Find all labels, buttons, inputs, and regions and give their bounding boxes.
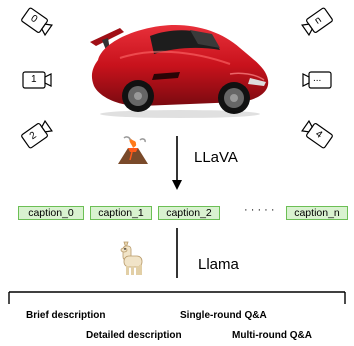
down-arrow <box>172 136 182 190</box>
camera-icon-n: n <box>299 5 335 39</box>
camera-label: 1 <box>31 74 37 85</box>
task-detailed-description: Detailed description <box>86 330 182 341</box>
caption-box-n: caption_n <box>286 206 348 220</box>
connector-line <box>176 228 178 278</box>
llava-label: LLaVA <box>194 149 238 166</box>
caption-box-1: caption_1 <box>90 206 152 220</box>
llama-label: Llama <box>198 256 239 273</box>
caption-box-0: caption_0 <box>18 206 84 220</box>
task-multi-round-qa: Multi-round Q&A <box>232 330 312 341</box>
task-single-round-qa: Single-round Q&A <box>180 310 267 321</box>
camera-icon-ellipsis: ... <box>302 70 332 90</box>
car-image <box>90 24 269 118</box>
camera-icon-1: 1 <box>22 70 52 90</box>
task-brief-description: Brief description <box>26 310 106 321</box>
camera-label: ... <box>313 73 322 84</box>
caption-box-2: caption_2 <box>158 206 220 220</box>
camera-icon-0: 0 <box>19 5 55 39</box>
caption-ellipsis: · · · · · <box>244 204 275 216</box>
task-bracket <box>8 291 346 304</box>
camera-icon-4: 4 <box>299 117 335 151</box>
llama-icon <box>120 241 143 275</box>
camera-icon-2: 2 <box>19 117 55 151</box>
volcano-icon <box>118 136 148 164</box>
